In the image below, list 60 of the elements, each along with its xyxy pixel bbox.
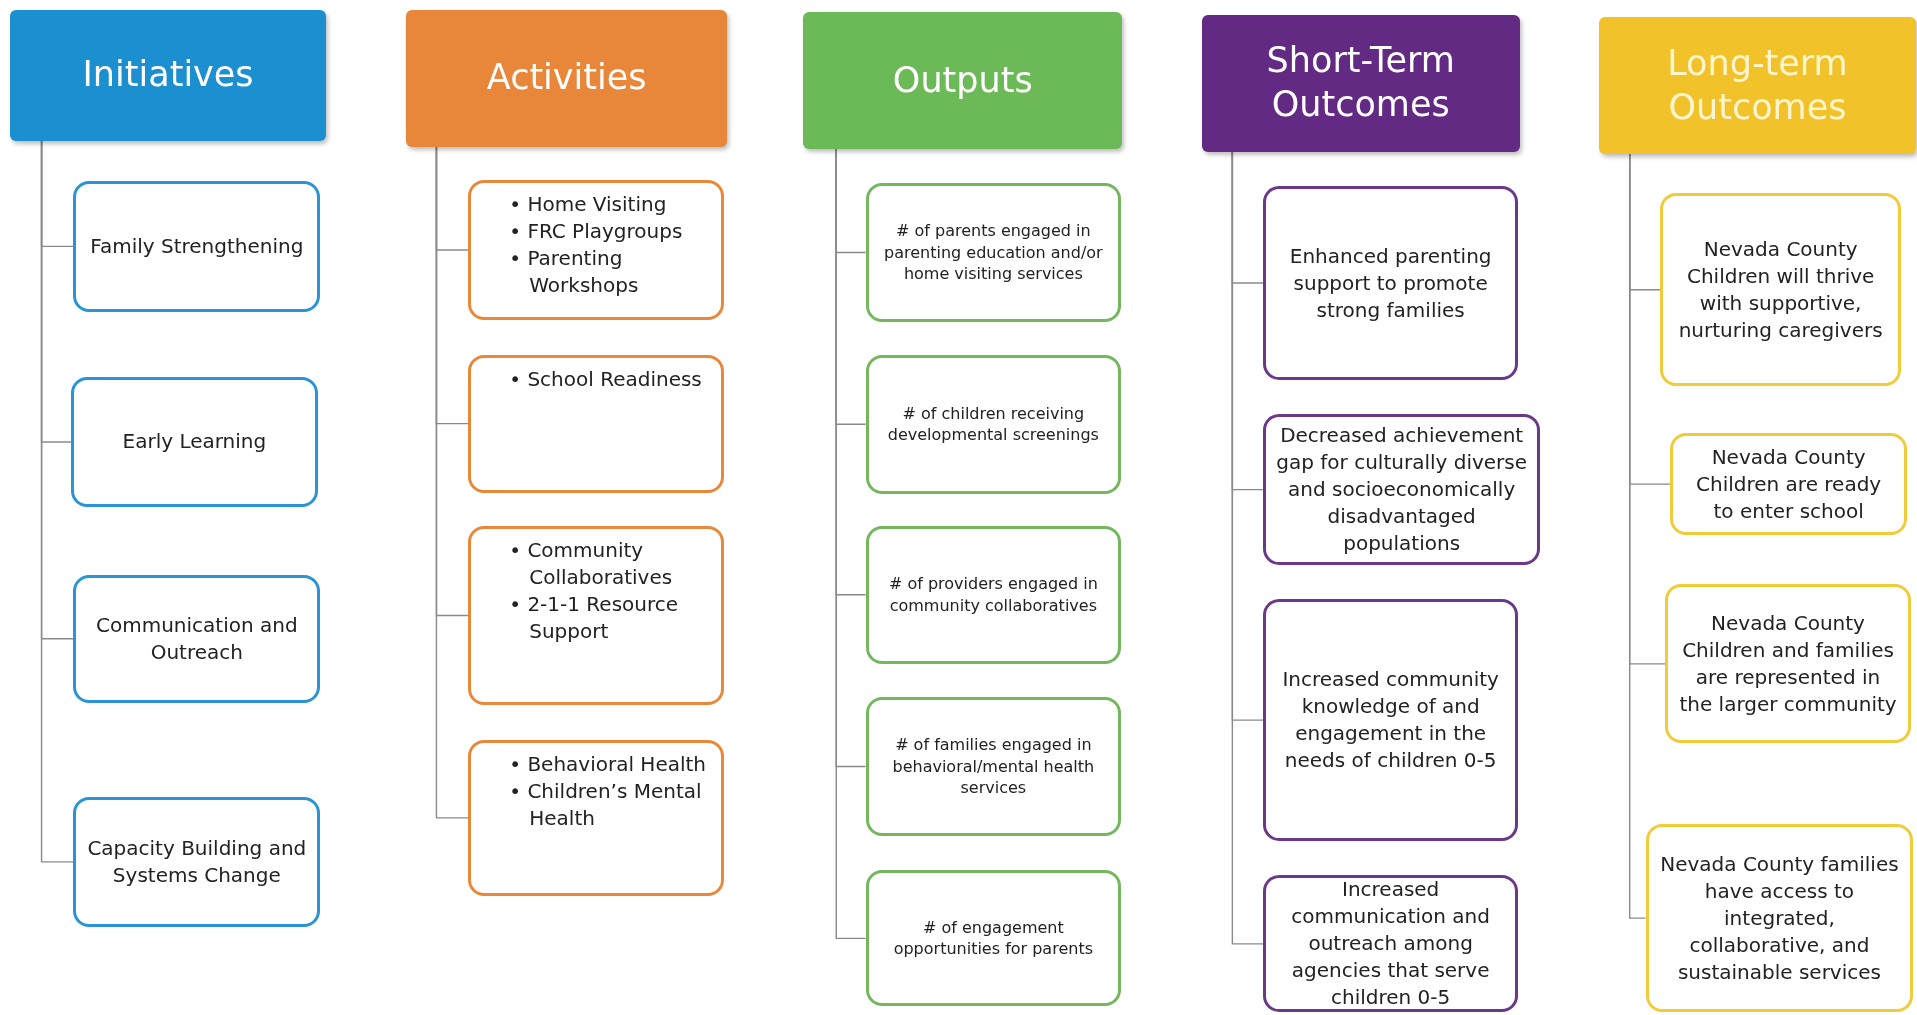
column-header-box bbox=[9, 9, 327, 141]
output-box bbox=[865, 354, 1122, 494]
column-header-box bbox=[1599, 17, 1916, 155]
column-title: Long-term Outcomes bbox=[1666, 41, 1849, 129]
output-box bbox=[865, 870, 1122, 1007]
box-text: Capacity Building and Systems Change bbox=[86, 834, 308, 889]
activity-box bbox=[468, 354, 724, 493]
box-text: # of parents engaged in parenting education and/or home visiting services bbox=[883, 220, 1104, 285]
bullet-item: • Behavioral Health bbox=[509, 750, 708, 778]
short-term-outcome-box bbox=[1262, 599, 1519, 842]
long-term-outcome-box bbox=[1665, 584, 1911, 744]
activity-box bbox=[468, 179, 724, 321]
bullet-item: • Parenting Workshops bbox=[509, 244, 640, 299]
initiative-box bbox=[73, 574, 321, 703]
box-text: Nevada County Children and families are represented in the larger community bbox=[1678, 609, 1898, 718]
bullet-item: • 2-1-1 Resource Support bbox=[509, 590, 680, 645]
box-text: Decreased achievement gap for culturally diverse and socioeconomically disadvantaged populations bbox=[1275, 422, 1528, 558]
bullet-item: • Children’s Mental Health bbox=[509, 777, 703, 832]
connector-line bbox=[1231, 150, 1264, 945]
box-text: # of children receiving developmental screenings bbox=[886, 402, 1100, 446]
column-header-box bbox=[803, 12, 1123, 150]
column-title: Short-Term Outcomes bbox=[1265, 39, 1456, 127]
box-text: Nevada County Children are ready to enter school bbox=[1695, 443, 1883, 525]
column-title: Activities bbox=[486, 56, 647, 100]
connector-line bbox=[40, 139, 75, 863]
initiative-box bbox=[70, 376, 318, 508]
box-text: Communication and Outreach bbox=[95, 611, 299, 666]
bullet-item: • Home Visiting bbox=[509, 190, 668, 218]
output-box bbox=[865, 183, 1122, 322]
long-term-outcome-box bbox=[1645, 824, 1914, 1013]
output-box bbox=[865, 525, 1122, 664]
long-term-outcome-box bbox=[1670, 432, 1908, 536]
column-header-box bbox=[1201, 14, 1520, 152]
short-term-outcome-box bbox=[1262, 185, 1519, 381]
box-text: Increased communication and outreach among agencies that serve children 0-5 bbox=[1290, 876, 1491, 1012]
box-text: # of engagement opportunities for parents bbox=[892, 916, 1094, 960]
column-title: Initiatives bbox=[82, 53, 254, 97]
activity-box bbox=[468, 525, 724, 706]
box-text: Nevada County Children will thrive with supportive, nurturing caregivers bbox=[1677, 235, 1884, 344]
box-text: # of providers engaged in community collaboratives bbox=[887, 573, 1099, 617]
initiative-box bbox=[73, 180, 321, 312]
box-text: Early Learning bbox=[122, 428, 267, 456]
output-box bbox=[865, 696, 1122, 837]
column-title: Outputs bbox=[892, 58, 1033, 102]
short-term-outcome-box bbox=[1262, 875, 1519, 1013]
connector-line bbox=[435, 146, 469, 819]
activity-box bbox=[468, 739, 724, 897]
box-text: Enhanced parenting support to promote strong families bbox=[1288, 242, 1493, 324]
box-text: # of families engaged in behavioral/mental health services bbox=[891, 734, 1096, 799]
initiative-box bbox=[73, 797, 321, 927]
box-text: Family Strengthening bbox=[90, 232, 304, 260]
bullet-item: • FRC Playgroups bbox=[509, 217, 684, 245]
column-header-box bbox=[405, 9, 728, 147]
short-term-outcome-box bbox=[1262, 414, 1541, 565]
box-text: Nevada County families have access to integrated, collaborative, and sustainable services bbox=[1659, 850, 1900, 986]
bullet-item: • School Readiness bbox=[509, 365, 702, 393]
bullet-item: • Community Collaboratives bbox=[509, 536, 674, 591]
box-text: Increased community knowledge of and engagement in the needs of children 0-5 bbox=[1281, 666, 1500, 775]
connector-line bbox=[1629, 153, 1647, 919]
long-term-outcome-box bbox=[1660, 193, 1902, 387]
